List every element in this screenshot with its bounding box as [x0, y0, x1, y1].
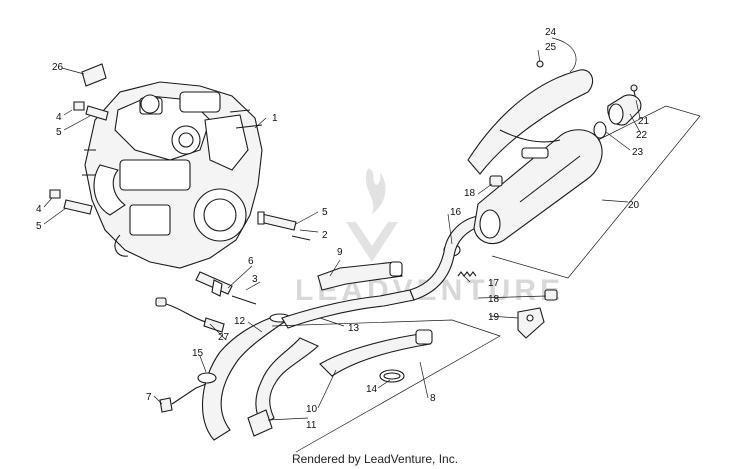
part-9-heat-shield[interactable] [317, 261, 403, 291]
callout-19: 19 [488, 312, 500, 323]
callout-9: 9 [337, 247, 343, 258]
callout-27: 27 [218, 332, 230, 343]
callout-25: 25 [545, 42, 557, 53]
part-7-bracket[interactable] [159, 383, 207, 413]
group-outline-20 [491, 105, 701, 279]
part-20-muffler[interactable] [473, 129, 603, 245]
group-outline-8 [271, 319, 501, 453]
callout-5-right: 5 [322, 207, 328, 218]
callout-11: 11 [306, 420, 317, 431]
callout-5-lower: 5 [36, 221, 42, 232]
part-14-clamp[interactable] [379, 369, 405, 383]
part-21-screw[interactable] [630, 84, 638, 101]
callout-2: 2 [322, 230, 328, 241]
callout-18-upper: 18 [464, 188, 476, 199]
leader-lines [43, 37, 641, 421]
callout-12: 12 [234, 316, 246, 327]
part-18-bushing-lower[interactable] [544, 289, 558, 301]
callout-1: 1 [272, 113, 278, 124]
part-4-5-lower-stud[interactable] [49, 189, 93, 215]
part-10-lower-shield[interactable] [319, 329, 433, 377]
callout-20: 20 [628, 200, 640, 211]
callout-8: 8 [430, 393, 436, 404]
callout-4-upper: 4 [56, 112, 62, 123]
part-11-rear-pipe[interactable] [247, 337, 319, 437]
callout-22: 22 [636, 130, 648, 141]
part-22-spark-arrestor[interactable] [607, 94, 642, 126]
part-6-3-lower-stud[interactable] [195, 271, 257, 305]
callout-26: 26 [52, 62, 64, 73]
callout-4-lower: 4 [36, 204, 42, 215]
callout-3: 3 [252, 274, 258, 285]
part-17-spring[interactable] [457, 271, 477, 277]
callout-21: 21 [638, 116, 650, 127]
callout-6: 6 [248, 256, 254, 267]
part-15-gasket[interactable] [197, 372, 217, 384]
callouts: 1 2 3 4 4 5 5 5 6 7 8 9 10 11 12 13 14 1… [36, 27, 650, 431]
part-24-muffler-shield[interactable] [467, 69, 594, 175]
part-18-bushing-upper[interactable] [489, 175, 503, 187]
part-5-2-side-stud[interactable] [257, 211, 311, 241]
callout-7: 7 [146, 392, 152, 403]
callout-16: 16 [450, 207, 462, 218]
part-26-shield[interactable] [81, 63, 107, 87]
callout-10: 10 [306, 404, 318, 415]
callout-18-lower: 18 [488, 294, 500, 305]
part-19-bracket[interactable] [517, 307, 545, 339]
callout-24: 24 [545, 27, 557, 38]
callout-13: 13 [348, 323, 360, 334]
callout-15: 15 [192, 348, 204, 359]
part-4-5-upper-stud[interactable] [73, 101, 109, 121]
part-27-oxygen-sensor[interactable] [155, 297, 225, 333]
callout-5-upper: 5 [56, 127, 62, 138]
engine-assembly[interactable] [82, 81, 263, 269]
callout-14: 14 [366, 384, 378, 395]
credit-line: Rendered by LeadVenture, Inc. [291, 452, 459, 466]
part-23-gasket[interactable] [593, 121, 607, 139]
callout-17: 17 [488, 278, 500, 289]
callout-23: 23 [632, 147, 644, 158]
